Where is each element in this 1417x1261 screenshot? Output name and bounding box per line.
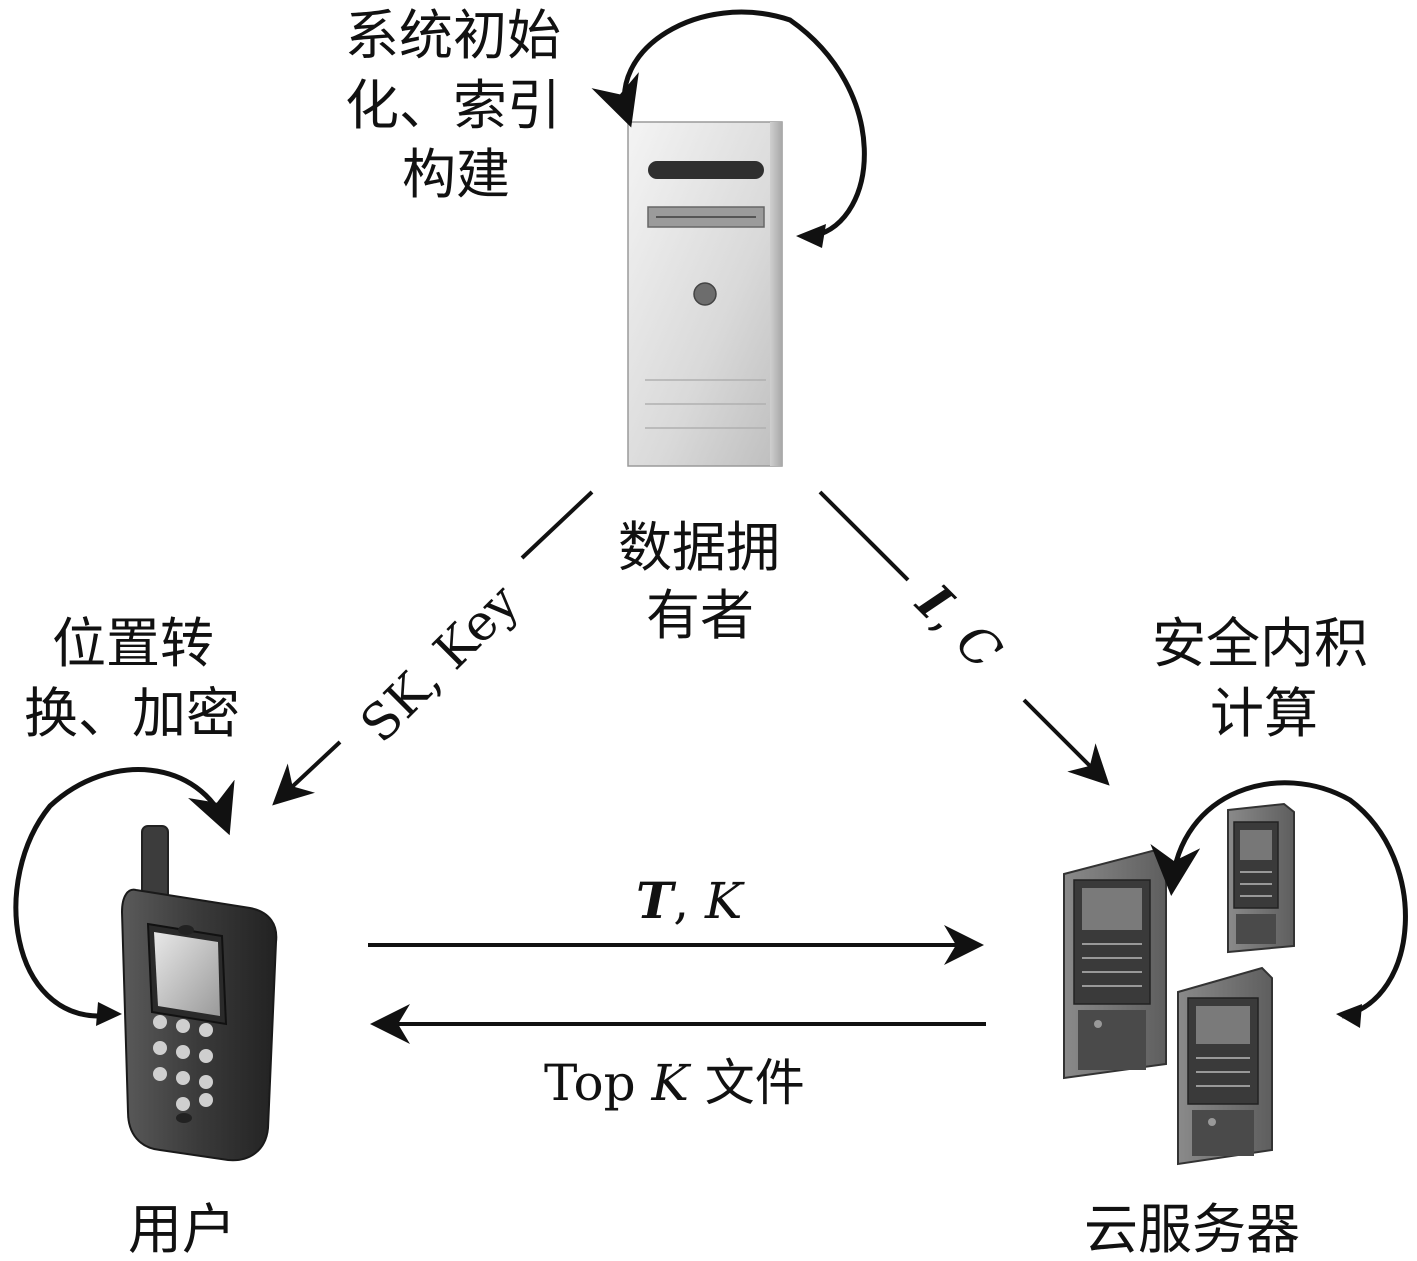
owner-process-label-line1: 系统初始 — [345, 4, 561, 67]
owner-process-loop-arrow — [591, 9, 867, 239]
user-process-loop-head — [96, 1002, 122, 1026]
user-to-cloud-label-bold: T — [636, 871, 677, 930]
owner-to-cloud-edge-lower — [1022, 698, 1110, 786]
cloud-to-user-label-pre: Top — [544, 1054, 651, 1112]
cloud-to-user-label-post: 文件 — [689, 1054, 805, 1112]
user-to-cloud-edge-label: T, K — [636, 871, 745, 930]
cloud-server-rack-main — [1063, 848, 1167, 1080]
data-owner-server-icon — [627, 121, 783, 467]
owner-process-label-line2: 化、索引 — [345, 74, 561, 137]
cloud-server-rack-back — [1227, 802, 1295, 954]
user-to-cloud-label-sep: , — [673, 872, 705, 930]
cloud-server-label: 云服务器 — [1084, 1198, 1300, 1261]
user-process-loop-arrow — [13, 767, 235, 1019]
cloud-server-icon — [1063, 802, 1295, 1166]
owner-process-label-line3: 构建 — [402, 143, 510, 206]
cloud-process-label-line2: 计算 — [1210, 682, 1318, 745]
owner-process-loop-head — [796, 224, 826, 248]
cloud-to-user-edge-label: Top K 文件 — [544, 1054, 805, 1112]
user-to-cloud-label-italic: K — [704, 872, 745, 930]
cloud-process-label-line1: 安全内积 — [1152, 612, 1368, 675]
user-label: 用户 — [128, 1198, 236, 1261]
owner-to-cloud-edge-upper — [818, 490, 910, 582]
owner-to-user-edge-label: SK, Key — [349, 572, 530, 753]
data-owner-label-line1: 数据拥 — [618, 516, 780, 579]
owner-to-cloud-edge-label: I, C — [904, 571, 1013, 680]
cloud-server-rack-front — [1177, 966, 1273, 1166]
owner-to-user-edge-upper — [520, 490, 594, 560]
cloud-to-user-label-italic: K — [650, 1054, 691, 1112]
user-phone-icon — [120, 825, 278, 1162]
cloud-process-loop-head — [1336, 1004, 1362, 1028]
owner-to-user-edge-lower — [272, 740, 342, 806]
data-owner-label-line2: 有者 — [646, 584, 754, 647]
cloud-process-loop-arrow — [1150, 780, 1408, 1019]
user-process-label-line2: 换、加密 — [24, 682, 240, 745]
user-process-label-line1: 位置转 — [52, 612, 214, 675]
